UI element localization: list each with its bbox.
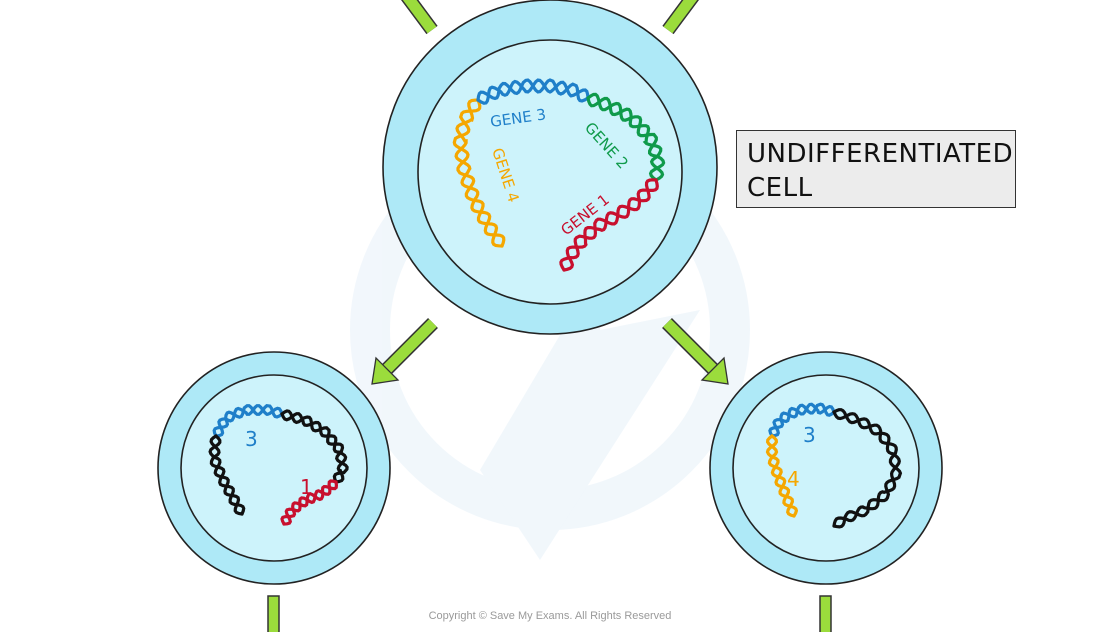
label-line-2: CELL [747,173,813,203]
undifferentiated-cell-label: UNDIFFERENTIATED CELL [736,130,1016,208]
incoming-arrow-right [662,0,700,35]
nucleus [417,39,683,305]
incoming-arrow-left [400,0,438,35]
inactive-segment [208,434,244,516]
inactive-segment [280,409,349,484]
right-differentiated-cell: 3 4 [709,351,943,585]
gene1-segment [280,480,339,526]
gene3-segment [476,78,590,103]
arrow-to-left-cell [371,318,438,385]
undifferentiated-cell: GENE 3 GENE 2 GENE 1 GENE 4 [382,0,718,335]
gene3-number: 3 [245,427,258,451]
nucleus [732,374,920,562]
dna-strand [208,404,349,526]
outgoing-arrow-right [819,595,832,632]
dna-strand [452,78,666,272]
gene3-number: 3 [803,423,816,447]
gene3-segment [212,404,284,438]
gene1-number: 1 [300,475,313,499]
left-differentiated-cell: 3 1 [157,351,391,585]
inactive-segment [832,408,901,528]
copyright-notice: Copyright © Save My Exams. All Rights Re… [428,610,672,622]
gene4-segment [765,434,796,518]
label-line-1: UNDIFFERENTIATED [747,139,1014,169]
gene1-segment [559,178,659,272]
gene4-number: 4 [787,467,800,491]
gene4-segment [452,98,504,248]
dna-strand [765,402,903,529]
gene3-segment [768,402,836,438]
arrow-to-right-cell [662,318,729,385]
outgoing-arrow-left [267,595,280,632]
gene2-segment [586,92,666,182]
